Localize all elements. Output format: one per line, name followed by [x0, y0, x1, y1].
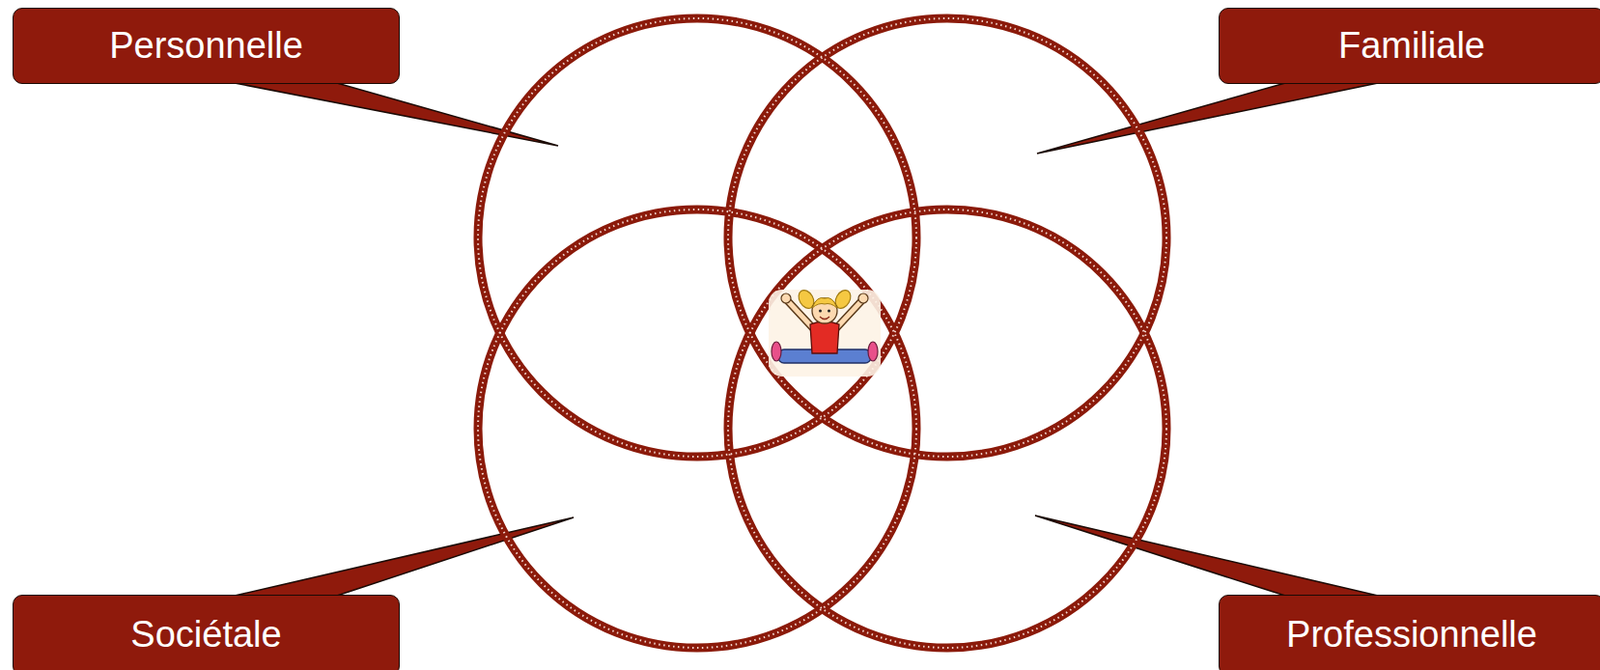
- illustration-glow: [768, 289, 881, 377]
- callout-box: Familiale: [1218, 7, 1600, 85]
- callout-pointers: [234, 83, 1378, 596]
- life-sphere-rings: [477, 18, 1167, 648]
- callout-pointer: [1037, 83, 1378, 154]
- hand: [781, 293, 791, 304]
- callout-box: Personnelle: [12, 7, 400, 85]
- child-illustration: [768, 287, 881, 377]
- callout-label: Sociétale: [130, 615, 281, 656]
- callout-pointer: [234, 83, 559, 146]
- hand: [858, 293, 869, 304]
- callout-box: Professionnelle: [1218, 594, 1600, 670]
- callout-box: Sociétale: [12, 594, 400, 670]
- callout-label: Professionnelle: [1286, 615, 1538, 656]
- eye: [818, 309, 822, 313]
- ring-dots: [477, 18, 917, 457]
- ring-dots: [728, 18, 1167, 457]
- callout-pointer: [1035, 515, 1378, 596]
- ring: [728, 18, 1167, 457]
- ring: [477, 209, 917, 648]
- shoe: [868, 341, 878, 362]
- shoe: [771, 341, 782, 362]
- ring-dots: [477, 209, 917, 648]
- eye: [827, 309, 831, 313]
- smile: [819, 316, 830, 320]
- shirt: [810, 321, 840, 354]
- hair: [812, 297, 838, 309]
- ring: [477, 18, 917, 457]
- callout-label: Familiale: [1338, 26, 1486, 67]
- callout-label: Personnelle: [109, 26, 304, 67]
- ring-dots: [728, 209, 1167, 648]
- ring: [728, 209, 1167, 648]
- head: [812, 298, 838, 324]
